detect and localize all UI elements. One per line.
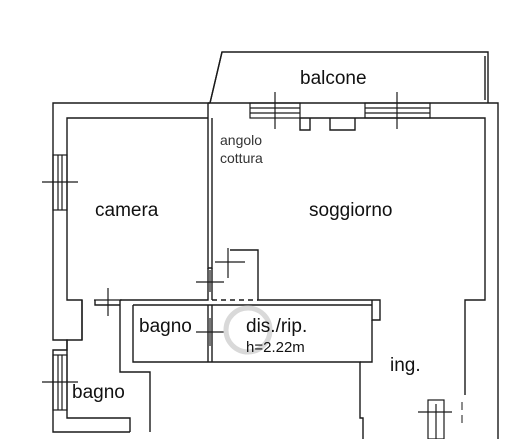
room-label-bagno-main: bagno — [72, 382, 125, 403]
room-label-soggiorno: soggiorno — [309, 200, 393, 221]
inner-wall — [66, 102, 488, 432]
room-label-camera: camera — [95, 200, 159, 221]
room-label-balcone: balcone — [300, 68, 367, 89]
watermark-mark — [223, 305, 273, 355]
balcony-outline — [209, 51, 489, 104]
partition-walls — [81, 118, 381, 439]
room-label-angolo-2: cottura — [220, 150, 263, 166]
room-label-ingresso: ing. — [390, 355, 421, 376]
room-label-disrip: dis./rip. — [246, 316, 308, 337]
room-label-angolo-1: angolo — [220, 132, 263, 148]
room-label-bagno-small: bagno — [139, 316, 192, 337]
door-marks — [94, 248, 452, 439]
window-marks — [42, 92, 431, 411]
ceiling-height-label: h=2.22m — [246, 339, 305, 356]
